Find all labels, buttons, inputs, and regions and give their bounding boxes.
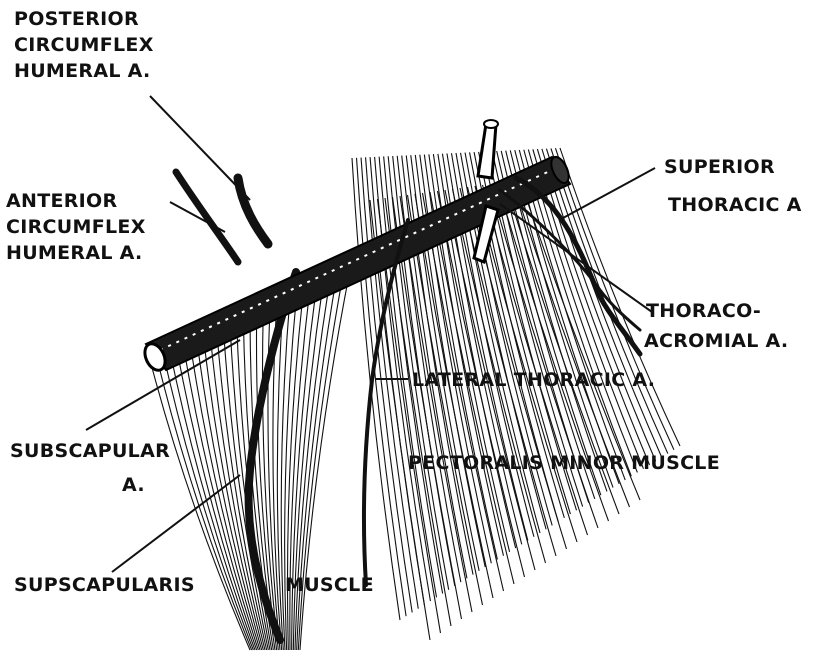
superior-thoracic-artery	[516, 178, 640, 354]
label-anterior-circumflex-humeral: ANTERIOR CIRCUMFLEX HUMERAL A.	[6, 188, 146, 266]
label-line: CIRCUMFLEX	[14, 32, 154, 58]
label-pectoralis-minor: PECTORALIS MINOR MUSCLE	[408, 454, 720, 473]
label-subscapular: SUBSCAPULAR A.	[10, 434, 170, 502]
leader-posterior-circumflex	[150, 96, 250, 200]
label-line: HUMERAL A.	[6, 240, 146, 266]
label-line: THORACO-	[646, 296, 788, 326]
label-superior-thoracic: SUPERIOR THORACIC A	[664, 148, 802, 224]
label-line: POSTERIOR	[14, 6, 154, 32]
label-line: CIRCUMFLEX	[6, 214, 146, 240]
thoracoacromial-trunk-end	[484, 120, 498, 128]
leader-superior-thoracic	[563, 168, 655, 218]
label-muscle: MUSCLE	[285, 576, 374, 595]
label-lateral-thoracic: LATERAL THORACIC A.	[412, 371, 655, 390]
posterior-circumflex-humeral-artery	[238, 178, 268, 244]
anterior-circumflex-humeral-artery	[176, 172, 238, 262]
label-thoracoacromial: THORACO- ACROMIAL A.	[646, 296, 788, 356]
label-line: HUMERAL A.	[14, 58, 154, 84]
label-line: SUPERIOR	[664, 148, 802, 186]
muscle-fiber	[542, 149, 656, 461]
thoracoacromial-trunk	[478, 124, 496, 178]
label-line: A.	[122, 468, 170, 502]
label-line: ANTERIOR	[6, 188, 146, 214]
label-posterior-circumflex-humeral: POSTERIOR CIRCUMFLEX HUMERAL A.	[14, 6, 154, 84]
pectoralis-minor-muscle	[352, 148, 680, 640]
label-line: ACROMIAL A.	[644, 326, 788, 356]
muscle-fiber	[537, 149, 649, 465]
label-line: SUBSCAPULAR	[10, 434, 170, 468]
label-subscapularis: SUPSCAPULARIS	[14, 576, 195, 595]
label-line: THORACIC A	[668, 186, 802, 224]
